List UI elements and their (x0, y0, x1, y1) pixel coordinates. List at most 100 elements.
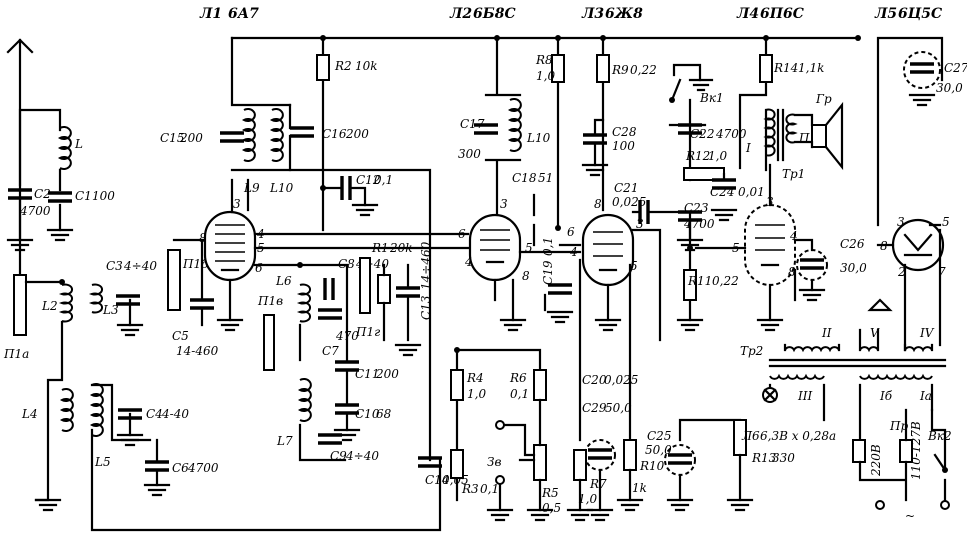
c20-value: 0,025 (604, 373, 638, 387)
resistor-220v-tap (852, 439, 866, 463)
l2-pin-8: 8 (522, 269, 530, 283)
c26-ref: C26 (840, 237, 865, 251)
ground-icon (726, 498, 754, 512)
switch-vk1[interactable] (669, 78, 682, 103)
c4-value: 4-40 (161, 407, 189, 421)
c13-ref: C13 (419, 295, 433, 320)
c24-ref: C24 (710, 185, 734, 199)
l1-pin-8: 8 (199, 231, 207, 245)
coil-l2-label: L2 (41, 299, 58, 313)
coil-l5 (89, 383, 104, 437)
switch-vk2[interactable] (933, 453, 948, 473)
resistor-r5[interactable] (533, 444, 547, 481)
r13-ref: R13 (751, 451, 777, 465)
lamp-l6-ref: Л6 (741, 429, 760, 443)
c9-value: 4÷40 (345, 449, 379, 463)
tr1-winding-1: I (745, 141, 751, 155)
c16-value: 200 (345, 127, 369, 141)
capacitor-c12 (340, 176, 352, 200)
tube-l4 (744, 204, 796, 322)
c23-value: 4700 (683, 217, 715, 231)
c27-value: 30,0 (936, 81, 963, 95)
tr2-winding-4: IV (919, 326, 935, 340)
c4-ref: C4 (146, 407, 163, 421)
coil-l7 (297, 378, 312, 422)
mains-terminal[interactable] (940, 500, 950, 510)
coil-l3-label: L3 (102, 303, 119, 317)
coil-l9-label: L10 (269, 181, 294, 195)
coil-l5-label: L5 (94, 455, 111, 469)
switch-p1v[interactable] (263, 314, 275, 371)
ground-icon (46, 228, 74, 242)
c29-ref: C29 (582, 401, 607, 415)
c19-ref: C19 (541, 260, 555, 285)
switch-p1g[interactable] (359, 257, 371, 314)
c15-ref: C15 (160, 131, 184, 145)
tube-l4-type: 6П6С (760, 6, 804, 22)
r1-value: 20k (389, 241, 413, 255)
capacitor-c3[interactable] (116, 294, 140, 306)
pickup-terminal[interactable] (495, 420, 505, 430)
r7-ref: R7 (589, 477, 607, 491)
l3-pin-6: 6 (567, 225, 575, 239)
coil-l8-label: L9 (243, 181, 260, 195)
ground-icon (6, 238, 34, 252)
pickup-terminal[interactable] (495, 475, 505, 485)
c7-ref: C7 (322, 344, 339, 358)
c26-value: 30,0 (840, 261, 867, 275)
ground-icon (908, 93, 936, 107)
r11-ref: R11 (687, 274, 712, 288)
coil-l10 (507, 98, 522, 152)
capacitor-c8[interactable] (323, 278, 335, 300)
c28-value: 100 (612, 139, 635, 153)
ground-icon (143, 483, 171, 497)
l5-pin-7: 7 (938, 265, 946, 279)
fuse-label: Пр (889, 419, 908, 433)
l1-pin-3: 3 (233, 197, 241, 211)
capacitor-c9[interactable] (318, 433, 342, 445)
switch-p1a[interactable] (13, 274, 27, 336)
capacitor-c22 (678, 123, 702, 135)
ground-icon (616, 498, 644, 512)
switch-vk2-label: Вк2 (927, 429, 952, 443)
speaker-coil-label: П (798, 131, 810, 145)
r9-ref: R9 (611, 63, 629, 77)
l3-pin-3: 3 (636, 217, 644, 231)
r4-value: 1,0 (467, 387, 486, 401)
switch-p1b[interactable] (167, 249, 181, 311)
c25-ref: C25 (647, 429, 671, 443)
ground-icon (394, 343, 422, 357)
mains-110v-label: 110-127В (909, 421, 923, 480)
ground-icon (756, 318, 784, 332)
mains-terminal[interactable] (875, 500, 885, 510)
tube-l3 (581, 213, 635, 322)
c15-value: 200 (179, 131, 203, 145)
transformer-tr2 (768, 346, 947, 380)
capacitor-c13[interactable] (396, 286, 420, 298)
capacitor-c5[interactable] (190, 298, 214, 310)
r2-ref: R2 (334, 59, 352, 73)
ground-icon (710, 208, 738, 222)
tube-l3-type: 6Ж8 (605, 6, 643, 22)
coil-l (57, 126, 72, 170)
c2-value: 4700 (19, 204, 51, 218)
tr2-label: Тр2 (740, 344, 763, 358)
r2-value: 10k (355, 59, 378, 73)
tube-l2 (468, 213, 522, 302)
r10-ref: R10 (639, 459, 665, 473)
tube-l3-ref: Л3 (581, 6, 604, 22)
r12-value: 1,0 (708, 149, 727, 163)
mains-220v-label: 220В (869, 444, 883, 477)
c24-value: 0,01 (738, 185, 765, 199)
tr2-winding-3: III (797, 389, 812, 403)
ground-icon (688, 78, 714, 92)
coil-l6-label: L6 (275, 274, 292, 288)
l3-pin-4: 4 (569, 245, 578, 259)
resistor-r12 (683, 167, 725, 181)
ground-icon (676, 318, 704, 332)
capacitor-c27 (903, 51, 941, 89)
switch-vk1-label: Вк1 (699, 91, 724, 105)
l5-pin-2: 2 (897, 265, 906, 279)
ground-icon (867, 298, 893, 312)
c11-ref: C11 (355, 367, 379, 381)
